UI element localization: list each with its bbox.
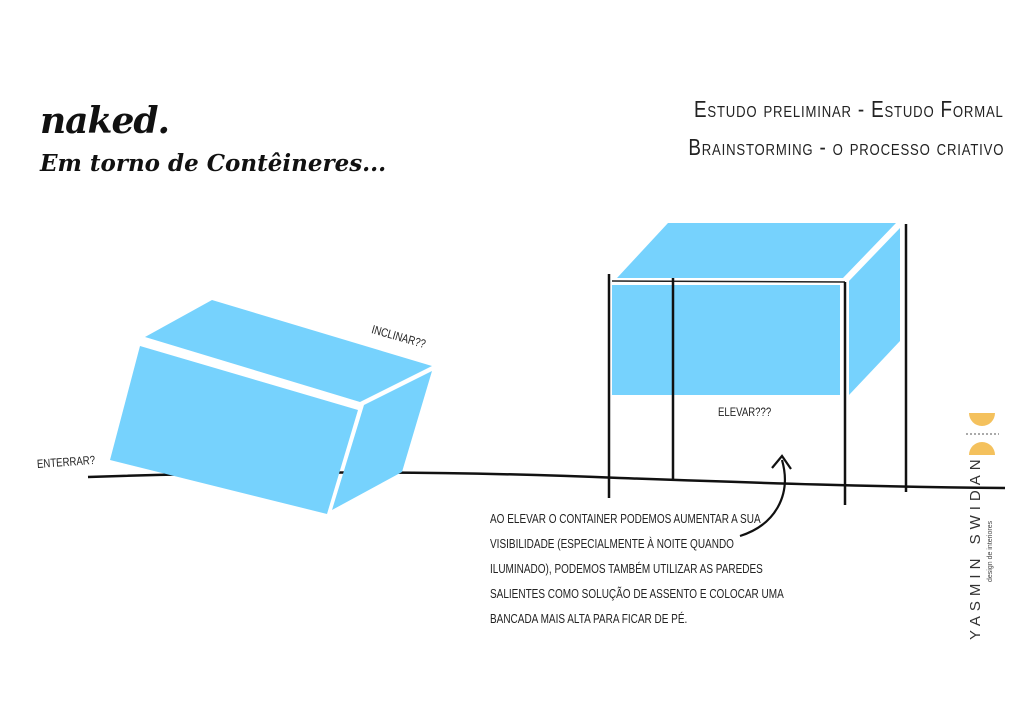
curved-arrow [739, 459, 786, 538]
logo-mark [966, 413, 999, 455]
logo-name: YASMIN SWIDAN [967, 454, 984, 640]
support-poles [607, 224, 908, 505]
logo-half-circle-top [969, 413, 995, 426]
raised-container [611, 223, 900, 395]
paragraph-line: visibilidade (especialmente à noite quan… [490, 537, 734, 551]
note-raise: Elevar??? [718, 405, 772, 419]
paragraph-line: iluminado), podemos também utilizar as p… [490, 562, 763, 576]
raised-container-front [612, 285, 840, 395]
paragraph-line: Ao elevar o container podemos aumentar a… [490, 512, 761, 526]
raised-container-side [849, 228, 900, 395]
tilted-container-top [145, 300, 432, 402]
brand-wordmark: naked. [40, 100, 170, 142]
raised-container-edge [611, 280, 846, 283]
logo-half-circle-bottom [969, 442, 995, 455]
page-subtitle: Em torno de Contêineres... [40, 150, 387, 177]
tilted-container-side [332, 371, 432, 510]
paragraph-line: salientes como solução de assento e colo… [490, 587, 784, 601]
tilted-container-front [110, 346, 358, 514]
description-paragraph: Ao elevar o container podemos aumentar a… [490, 507, 784, 632]
paragraph-line: bancada mais alta para ficar de pé. [490, 612, 688, 626]
heading-line-2: Brainstorming - o processo criativo [688, 134, 1004, 160]
tilted-container [110, 300, 432, 514]
raised-container-top [617, 223, 896, 278]
logo-tagline: design de interiores [987, 520, 994, 582]
heading-line-1: Estudo preliminar - Estudo Formal [694, 96, 1004, 122]
arrow-head-icon [771, 454, 792, 470]
